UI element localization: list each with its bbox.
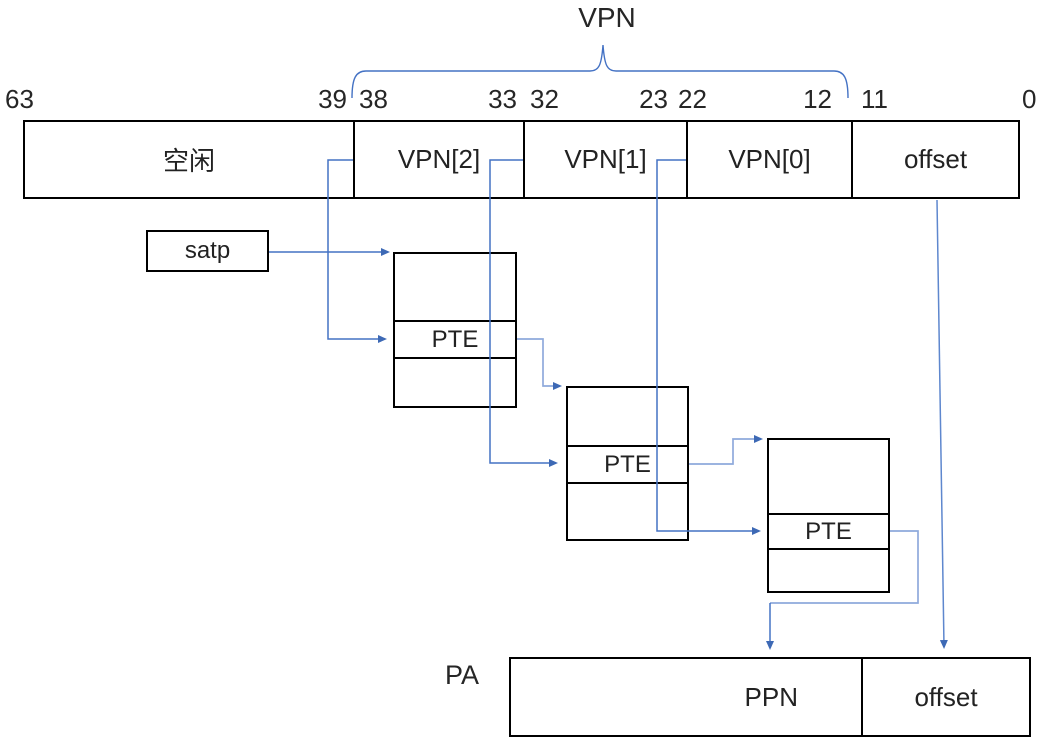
bit-label-38: 38: [359, 84, 388, 114]
bit-label-32: 32: [530, 84, 559, 114]
bit-label-11: 11: [861, 84, 888, 114]
page-table-cell: [568, 482, 687, 539]
satp-register-box: satp: [146, 230, 269, 272]
bit-label-0: 0: [1022, 84, 1037, 114]
va-segment-offset: offset: [851, 122, 1018, 197]
bit-label-23: 23: [639, 84, 668, 114]
bit-label-63: 63: [5, 84, 34, 114]
va-segment-vpn2: VPN[2]: [353, 122, 523, 197]
page-table-level2: PTE: [393, 252, 517, 408]
pa-label: PA: [444, 660, 479, 690]
physical-address-bar: PPN offset: [509, 657, 1031, 737]
bit-label-39: 39: [318, 84, 347, 114]
pte-row: PTE: [395, 320, 515, 357]
va-segment-vpn0: VPN[0]: [686, 122, 851, 197]
vpn-brace-title: VPN: [578, 2, 636, 33]
pa-segment-ppn: PPN: [744, 681, 798, 712]
pte-row: PTE: [568, 445, 687, 482]
page-table-level1: PTE: [566, 386, 689, 541]
arrow-pte2-to-table1: [517, 338, 562, 390]
va-segment-free: 空闲: [162, 146, 215, 176]
bit-label-33: 33: [488, 84, 517, 114]
va-segment-vpn1: VPN[1]: [523, 122, 686, 197]
pte-row: PTE: [769, 513, 888, 548]
page-table-level0: PTE: [767, 438, 890, 593]
pa-segment-offset: offset: [861, 659, 1029, 735]
page-table-cell: [568, 388, 687, 445]
satp-label: satp: [184, 237, 231, 264]
pte-label: PTE: [805, 517, 852, 545]
bit-label-22: 22: [678, 84, 707, 114]
bit-label-12: 12: [803, 84, 832, 114]
arrow-offset-to-pa: [936, 199, 948, 649]
vpn-brace: [351, 44, 849, 99]
page-table-cell: [769, 548, 888, 591]
page-table-cell: [395, 254, 515, 320]
virtual-address-bar: 空闲 VPN[2] VPN[1] VPN[0] offset: [23, 120, 1020, 199]
page-table-cell: [395, 357, 515, 406]
arrow-pte1-to-table0: [689, 435, 763, 465]
pte-label: PTE: [431, 325, 479, 353]
pte-label: PTE: [604, 450, 651, 478]
page-table-cell: [769, 440, 888, 513]
